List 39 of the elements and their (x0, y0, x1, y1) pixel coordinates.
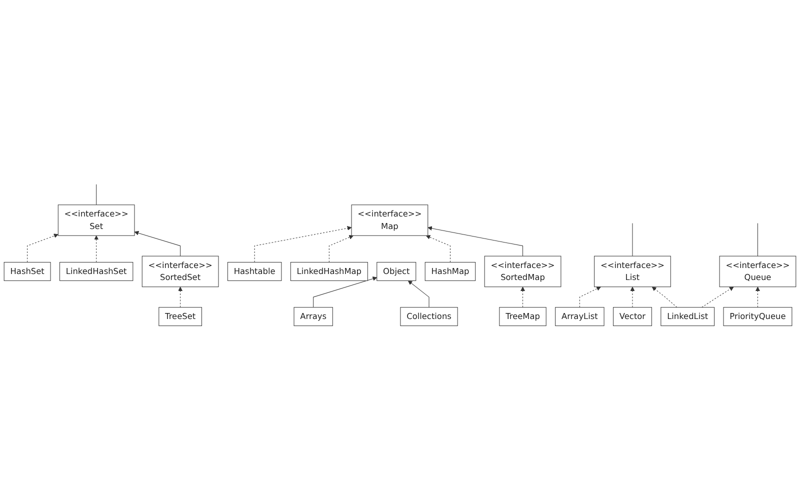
node-box: LinkedHashMap (290, 262, 368, 281)
connector (632, 223, 633, 256)
node-box: Collections (400, 307, 458, 326)
connector (96, 184, 97, 206)
node-box: Object (376, 262, 416, 281)
node-box: LinkedList (660, 307, 715, 326)
arrow (579, 286, 601, 308)
node-box: <<interface>> Set (58, 204, 135, 236)
connector (757, 223, 758, 256)
node-box: <<interface>> SortedMap (484, 256, 562, 288)
node-box: <<interface>> SortedSet (142, 256, 219, 288)
arrow (313, 276, 378, 308)
node-box: <<interface>> Queue (719, 256, 796, 288)
node-box: TreeMap (499, 307, 546, 326)
node-box: HashMap (424, 262, 476, 281)
arrow (178, 286, 183, 308)
arrow (428, 226, 524, 256)
arrow (652, 286, 678, 308)
arrow (426, 235, 450, 262)
arrow (134, 230, 181, 256)
arrow (328, 235, 354, 262)
node-box: <<interface>> Map (351, 204, 428, 236)
node-box: PriorityQueue (723, 307, 792, 326)
node-box: Hashtable (227, 262, 282, 281)
arrow (755, 286, 760, 308)
node-box: Arrays (294, 307, 333, 326)
arrow (254, 226, 352, 262)
node-box: <<interface>> List (594, 256, 671, 288)
node-box: LinkedHashSet (59, 262, 134, 281)
node-box: Vector (613, 307, 652, 326)
arrow (520, 286, 526, 308)
arrow (408, 280, 430, 308)
node-box: ArrayList (555, 307, 604, 326)
arrow (94, 235, 99, 262)
arrow (630, 286, 635, 308)
node-box: HashSet (4, 262, 51, 281)
arrow (702, 286, 734, 308)
arrow (27, 234, 58, 262)
node-box: TreeSet (158, 307, 202, 326)
